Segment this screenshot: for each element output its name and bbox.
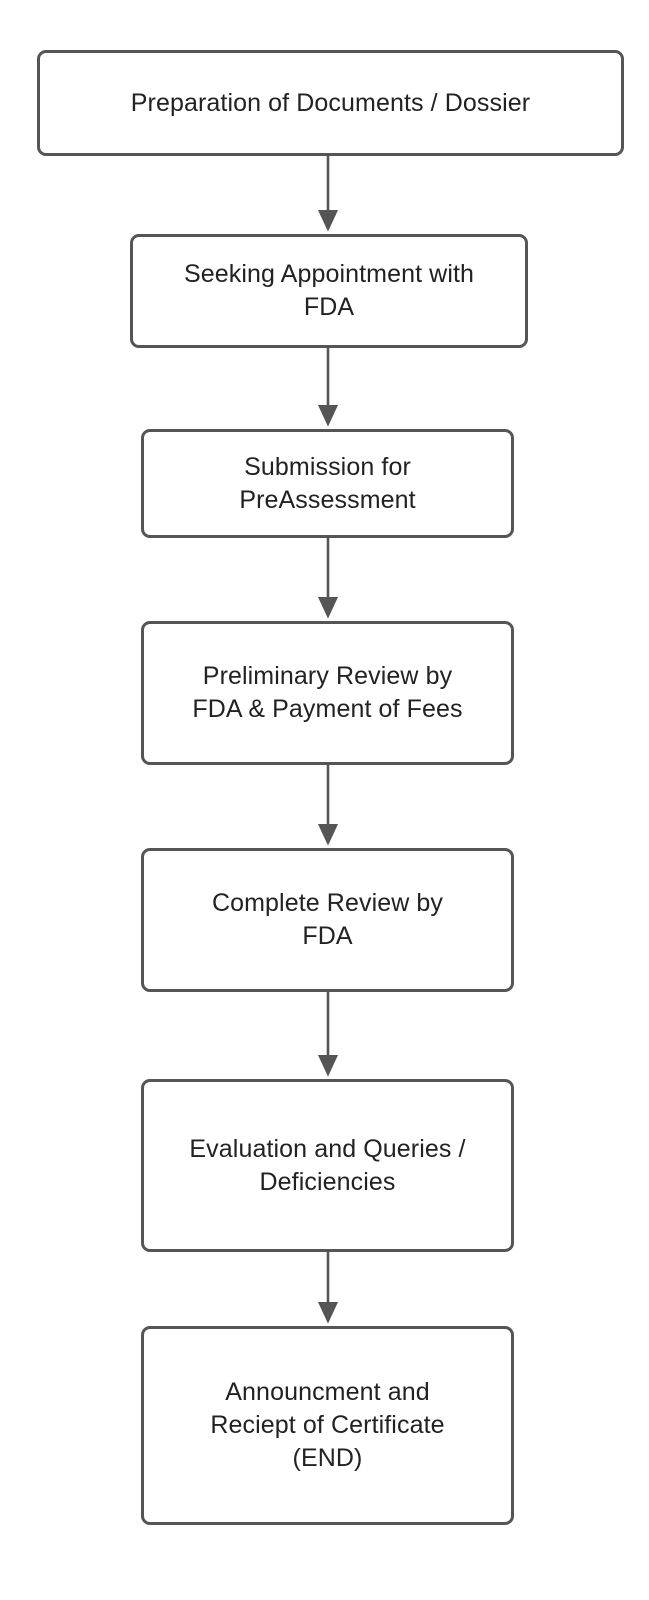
flow-node-complete-review-by-fda[interactable]: Complete Review by FDA: [141, 848, 514, 992]
flow-node-evaluation-and-queries[interactable]: Evaluation and Queries / Deficiencies: [141, 1079, 514, 1252]
flow-node-label: Announcment and Reciept of Certificate (…: [210, 1378, 445, 1472]
flow-node-preliminary-review-and-payment[interactable]: Preliminary Review by FDA & Payment of F…: [141, 621, 514, 765]
flow-node-label: Seeking Appointment with FDA: [183, 260, 475, 321]
flow-node-label: Preliminary Review by FDA & Payment of F…: [192, 662, 463, 723]
flow-node-seeking-appointment-with-fda[interactable]: Seeking Appointment with FDA: [130, 234, 528, 348]
flow-node-label: Submission for PreAssessment: [239, 452, 416, 514]
flow-node-label: Evaluation and Queries / Deficiencies: [189, 1134, 466, 1196]
flow-node-preparation-of-documents[interactable]: Preparation of Documents / Dossier: [37, 50, 624, 156]
flow-node-label: Complete Review by FDA: [211, 889, 444, 950]
flow-node-label: Preparation of Documents / Dossier: [130, 88, 531, 117]
flow-node-submission-for-preassessment[interactable]: Submission for PreAssessment: [141, 429, 514, 538]
flow-node-announcement-and-receipt-of-certificate[interactable]: Announcment and Reciept of Certificate (…: [141, 1326, 514, 1525]
